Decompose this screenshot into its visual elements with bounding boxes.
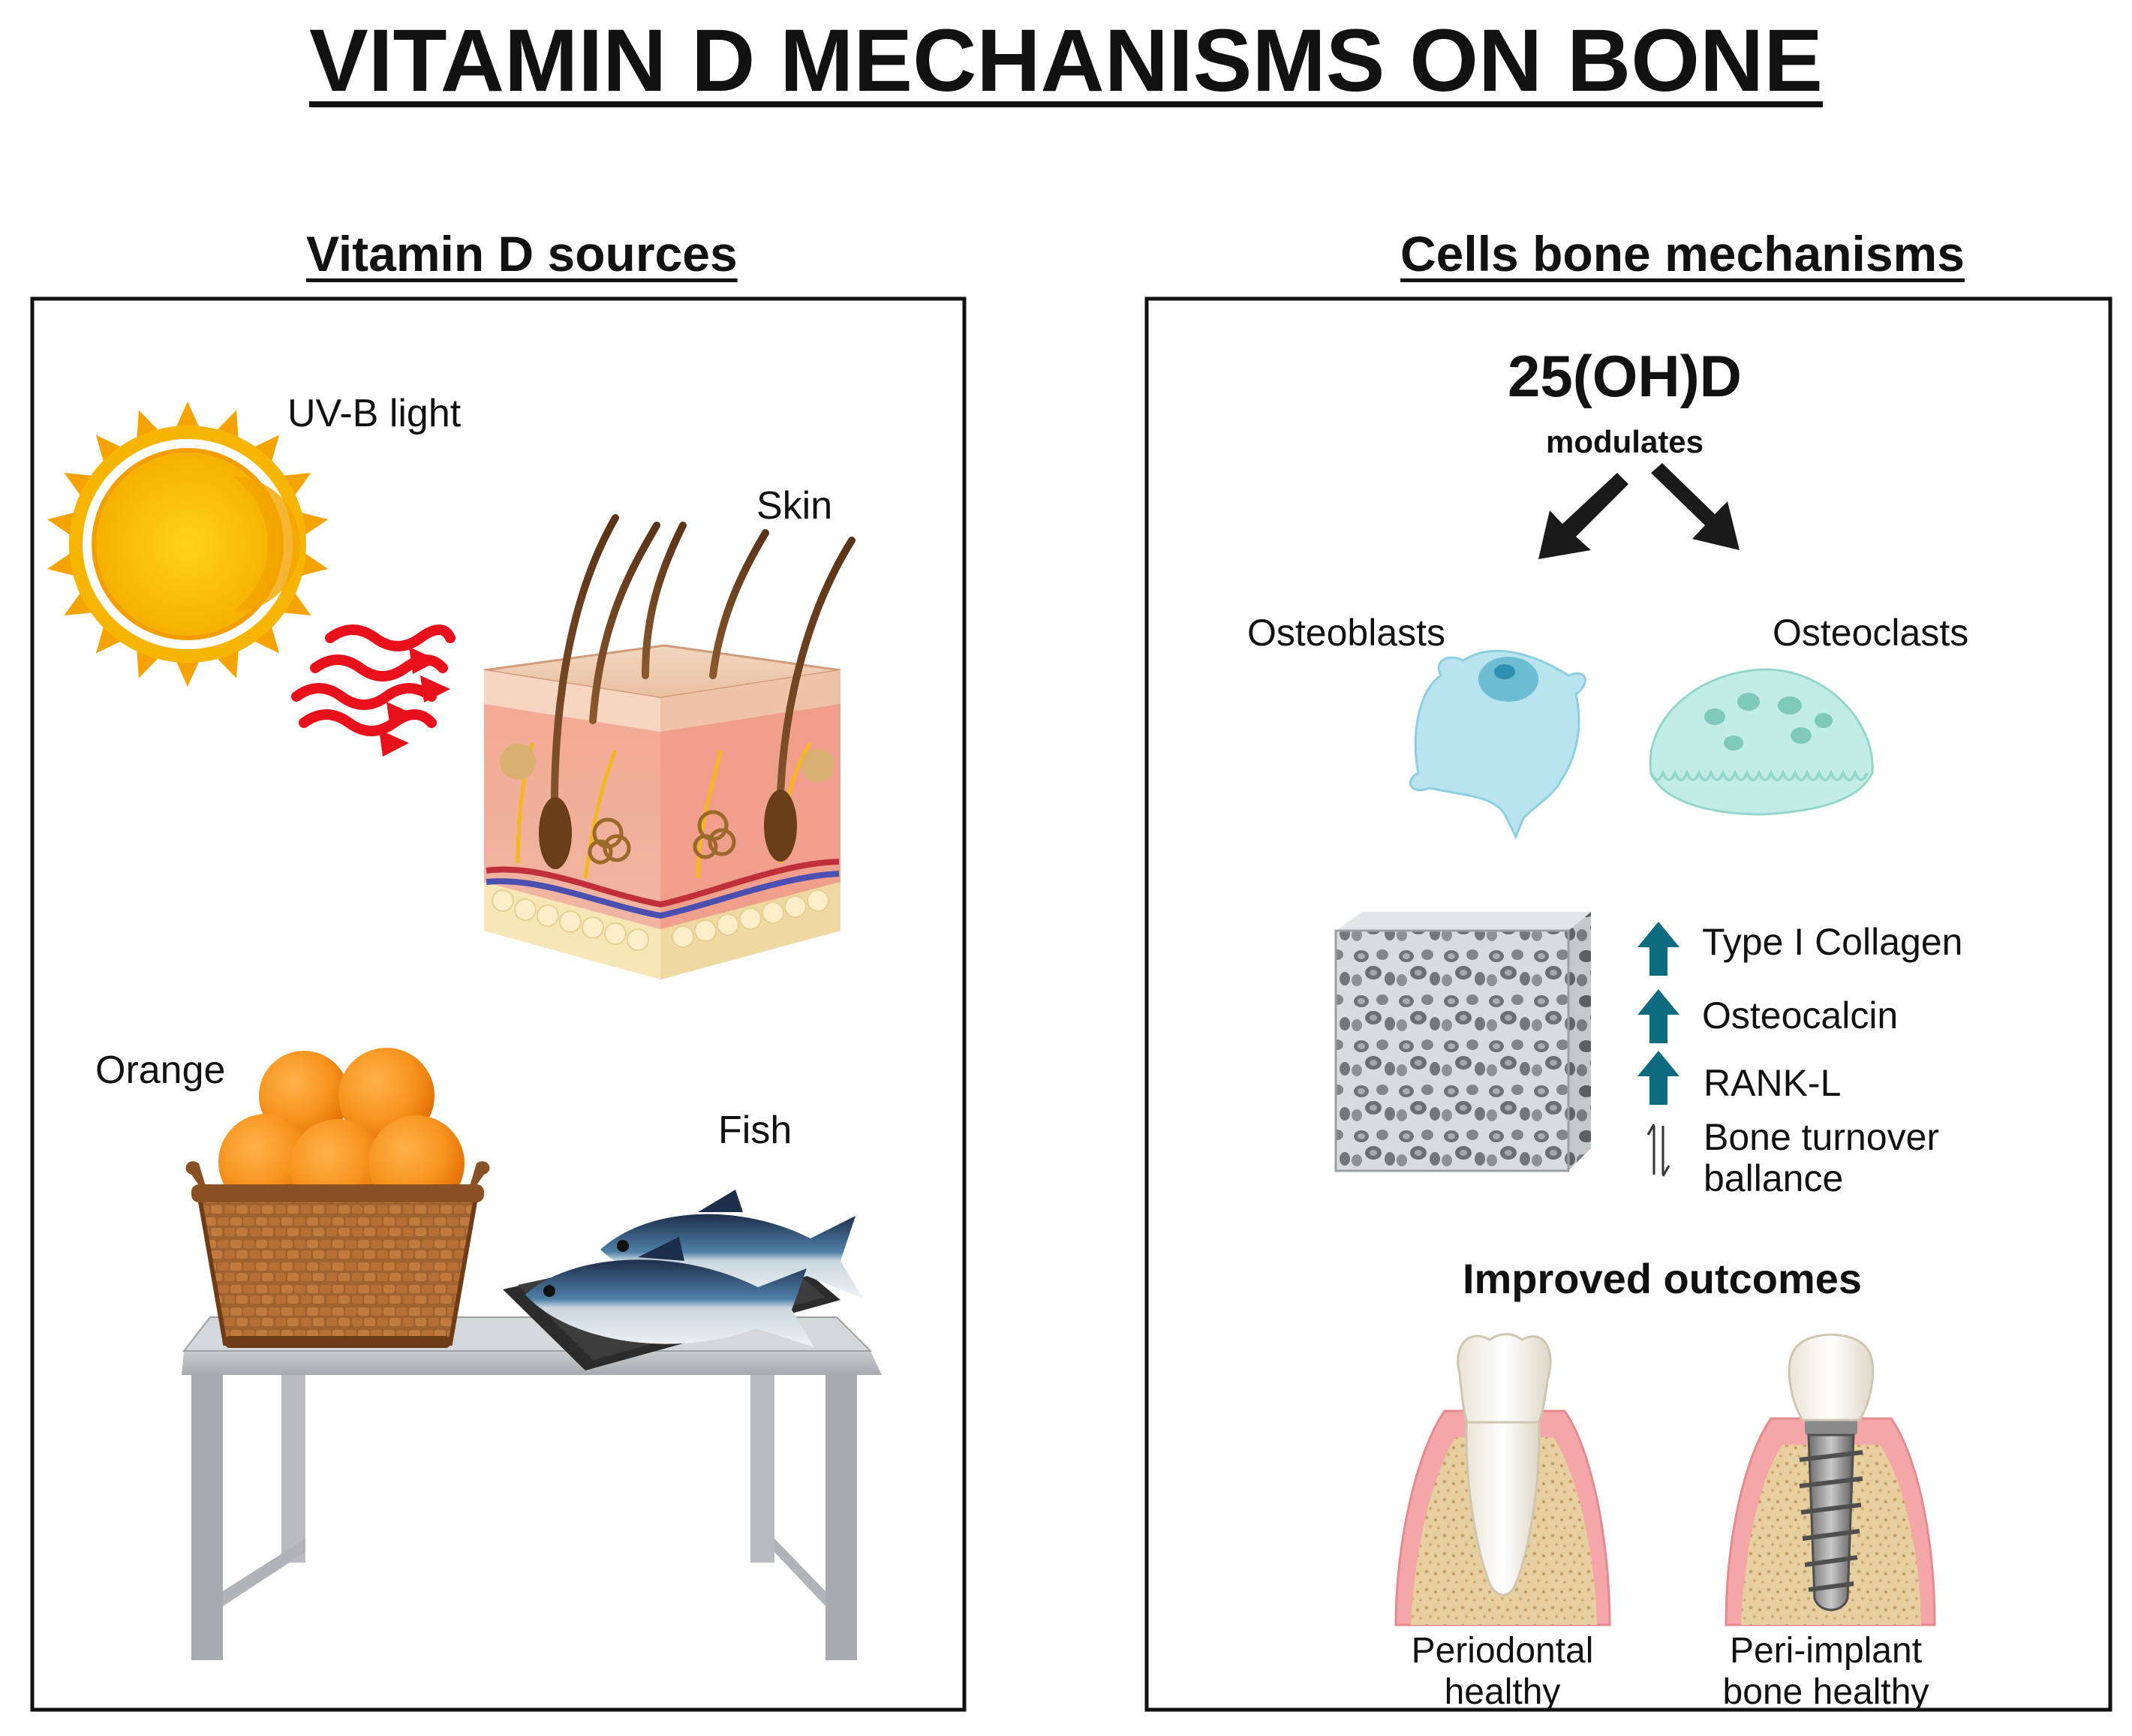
trabecular-bone-icon [1334,912,1591,1172]
osteoclasts-label: Osteoclasts [1773,612,1969,654]
balance-arrows-icon [1646,1124,1670,1177]
marker-rankl-label: RANK-L [1703,1062,1842,1104]
table-icon [182,1316,882,1660]
right-panel-frame [1144,296,2112,1712]
main-title-text: VITAMIN D MECHANISMS ON BONE [309,11,1823,110]
marker-osteocalcin-label: Osteocalcin [1702,994,1899,1036]
left-panel-frame [30,296,967,1712]
modulation-arrows [1538,463,1740,559]
uvb-label: UV-B light [287,392,462,435]
osteoclast-cell-icon [1649,668,1874,816]
improved-outcomes-heading: Improved outcomes [1462,1255,1863,1302]
osteoblast-cell-icon [1409,649,1586,840]
up-arrow-icon-collagen [1637,922,1679,976]
dental-implant-icon [1725,1333,1936,1626]
right-panel-heading: Cells bone mechanisms [1400,226,1965,281]
up-arrow-icon-osteocalcin [1637,989,1679,1043]
osteoblasts-label: Osteoblasts [1247,612,1446,654]
marker-balance-label: Bone turnover ballance [1703,1116,1940,1199]
outcome-peri-implant-label: Peri-implant bone healthy [1722,1631,1929,1713]
sun-icon [47,402,329,687]
skin-label: Skin [756,484,833,528]
main-title: VITAMIN D MECHANISMS ON BONE [0,17,2132,105]
fish-tray-icon [503,1190,863,1370]
uv-ray-arrowheads [379,647,450,757]
skin-cross-section-icon [483,514,856,979]
left-panel-heading: Vitamin D sources [306,226,738,281]
outcome-periodontal-label: Periodontal healthy [1411,1631,1594,1713]
fish-label: Fish [718,1109,792,1152]
natural-tooth-icon [1394,1333,1611,1626]
modulates-label: modulates [1545,424,1704,459]
up-arrow-icon-rankl [1637,1051,1679,1105]
metabolite-label: 25(OH)D [1507,343,1743,409]
orange-label: Orange [95,1049,226,1092]
marker-collagen-label: Type I Collagen [1702,921,1963,963]
orange-basket-icon [185,1048,490,1348]
